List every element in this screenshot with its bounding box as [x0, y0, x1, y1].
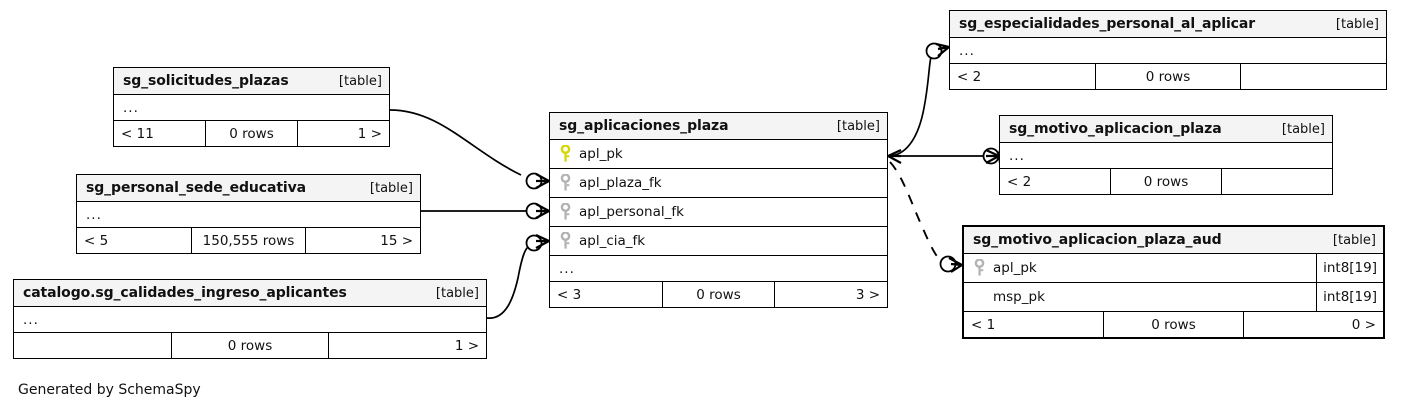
footer-children-count: 1 >: [357, 125, 382, 142]
edge-calidades-to-aplicaciones: [486, 234, 550, 319]
footer-row-count: 0 rows: [1103, 312, 1244, 337]
footer-row-count: 0 rows: [1110, 169, 1222, 194]
column-row-apl-pk[interactable]: apl_pk int8[19]: [964, 254, 1383, 283]
columns-ellipsis: ...: [77, 202, 420, 228]
foreign-key-icon: [974, 259, 985, 276]
table-sg-especialidades-personal-al-aplicar[interactable]: sg_especialidades_personal_al_aplicar [t…: [949, 10, 1387, 90]
columns-ellipsis: ...: [14, 307, 486, 333]
column-name: msp_pk: [993, 289, 1045, 305]
column-row-apl-personal-fk[interactable]: apl_personal_fk: [550, 198, 887, 227]
table-header: sg_motivo_aplicacion_plaza_aud [table]: [964, 227, 1383, 254]
column-row-msp-pk[interactable]: msp_pk int8[19]: [964, 283, 1383, 312]
footer-parents-count: < 3: [557, 286, 582, 303]
table-sg-motivo-aplicacion-plaza-aud[interactable]: sg_motivo_aplicacion_plaza_aud [table] a…: [962, 225, 1385, 339]
footer-parents-count: < 11: [121, 125, 154, 142]
table-type-tag: [table]: [435, 285, 479, 301]
table-title: sg_solicitudes_plazas: [123, 73, 289, 89]
table-footer: < 11 0 rows 1 >: [114, 121, 389, 146]
table-catalogo-sg-calidades-ingreso-aplicantes[interactable]: catalogo.sg_calidades_ingreso_aplicantes…: [13, 279, 487, 359]
table-header: sg_motivo_aplicacion_plaza [table]: [1000, 116, 1332, 143]
table-header: sg_especialidades_personal_al_aplicar [t…: [950, 11, 1386, 38]
columns-ellipsis: ...: [950, 38, 1386, 64]
column-row-apl-plaza-fk[interactable]: apl_plaza_fk: [550, 169, 887, 198]
edge-aplicaciones-to-motivo-aud: [889, 161, 963, 273]
footer-row-count: 0 rows: [661, 282, 776, 307]
table-header: catalogo.sg_calidades_ingreso_aplicantes…: [14, 280, 486, 307]
table-footer: < 2 0 rows: [950, 64, 1386, 89]
columns-ellipsis: ...: [550, 256, 887, 282]
column-row-apl-cia-fk[interactable]: apl_cia_fk: [550, 227, 887, 256]
column-name: apl_pk: [579, 146, 623, 162]
primary-key-icon: [560, 145, 571, 162]
footer-children-count: 1 >: [454, 337, 480, 354]
table-title: sg_motivo_aplicacion_plaza: [1009, 121, 1222, 137]
table-title: sg_personal_sede_educativa: [86, 180, 306, 196]
footer-children-count: 3 >: [855, 286, 881, 303]
footer-parents-count: < 5: [84, 232, 109, 249]
footer-children-count: [1222, 169, 1332, 194]
column-datatype: int8[19]: [1316, 283, 1383, 311]
table-sg-personal-sede-educativa[interactable]: sg_personal_sede_educativa [table] ... <…: [76, 174, 421, 254]
edge-personal-to-aplicaciones: [421, 202, 550, 220]
foreign-key-icon: [560, 232, 571, 249]
table-type-tag: [table]: [836, 118, 880, 134]
footer-parents-count: < 1: [971, 316, 996, 333]
column-name: apl_personal_fk: [579, 204, 684, 220]
footer-children-count: 15 >: [380, 232, 414, 249]
table-footer: < 5 150,555 rows 15 >: [77, 228, 420, 253]
footer-children-count: 0 >: [1351, 316, 1376, 333]
table-type-tag: [table]: [338, 73, 382, 89]
edge-aplicaciones-to-motivo: [890, 147, 1002, 165]
table-footer: < 3 0 rows 3 >: [550, 282, 887, 307]
footer-children-count: [1241, 64, 1386, 89]
columns-ellipsis: ...: [114, 95, 389, 121]
table-type-tag: [table]: [369, 180, 413, 196]
table-sg-aplicaciones-plaza[interactable]: sg_aplicaciones_plaza [table] apl_pk apl…: [549, 112, 888, 308]
table-sg-solicitudes-plazas[interactable]: sg_solicitudes_plazas [table] ... < 11 0…: [113, 67, 390, 147]
table-title: sg_especialidades_personal_al_aplicar: [959, 16, 1256, 32]
column-name: apl_plaza_fk: [579, 175, 662, 191]
table-title: sg_motivo_aplicacion_plaza_aud: [973, 232, 1222, 248]
footer-row-count: 150,555 rows: [190, 228, 307, 253]
table-footer: < 2 0 rows: [1000, 169, 1332, 194]
table-type-tag: [table]: [1332, 232, 1376, 248]
column-name: apl_pk: [993, 260, 1037, 276]
foreign-key-icon: [560, 174, 571, 191]
table-title: sg_aplicaciones_plaza: [559, 118, 729, 134]
column-name: apl_cia_fk: [579, 233, 646, 249]
table-title: catalogo.sg_calidades_ingreso_aplicantes: [23, 285, 347, 301]
table-header: sg_aplicaciones_plaza [table]: [550, 113, 887, 140]
edge-aplicaciones-to-especialidades: [887, 42, 950, 164]
columns-ellipsis: ...: [1000, 143, 1332, 169]
foreign-key-icon: [560, 203, 571, 220]
footer-parents-count: [14, 333, 171, 358]
column-datatype: int8[19]: [1316, 254, 1383, 282]
table-header: sg_solicitudes_plazas [table]: [114, 68, 389, 95]
table-footer: 0 rows 1 >: [14, 333, 486, 358]
table-sg-motivo-aplicacion-plaza[interactable]: sg_motivo_aplicacion_plaza [table] ... <…: [999, 115, 1333, 195]
footer-parents-count: < 2: [957, 68, 982, 85]
table-type-tag: [table]: [1335, 16, 1379, 32]
table-footer: < 1 0 rows 0 >: [964, 312, 1383, 337]
column-row-apl-pk[interactable]: apl_pk: [550, 140, 887, 169]
footer-parents-count: < 2: [1007, 173, 1032, 190]
footer-row-count: 0 rows: [1094, 64, 1242, 89]
table-header: sg_personal_sede_educativa [table]: [77, 175, 420, 202]
generator-credit: Generated by SchemaSpy: [18, 382, 201, 398]
footer-row-count: 0 rows: [170, 333, 330, 358]
table-type-tag: [table]: [1281, 121, 1325, 137]
footer-row-count: 0 rows: [205, 121, 298, 146]
